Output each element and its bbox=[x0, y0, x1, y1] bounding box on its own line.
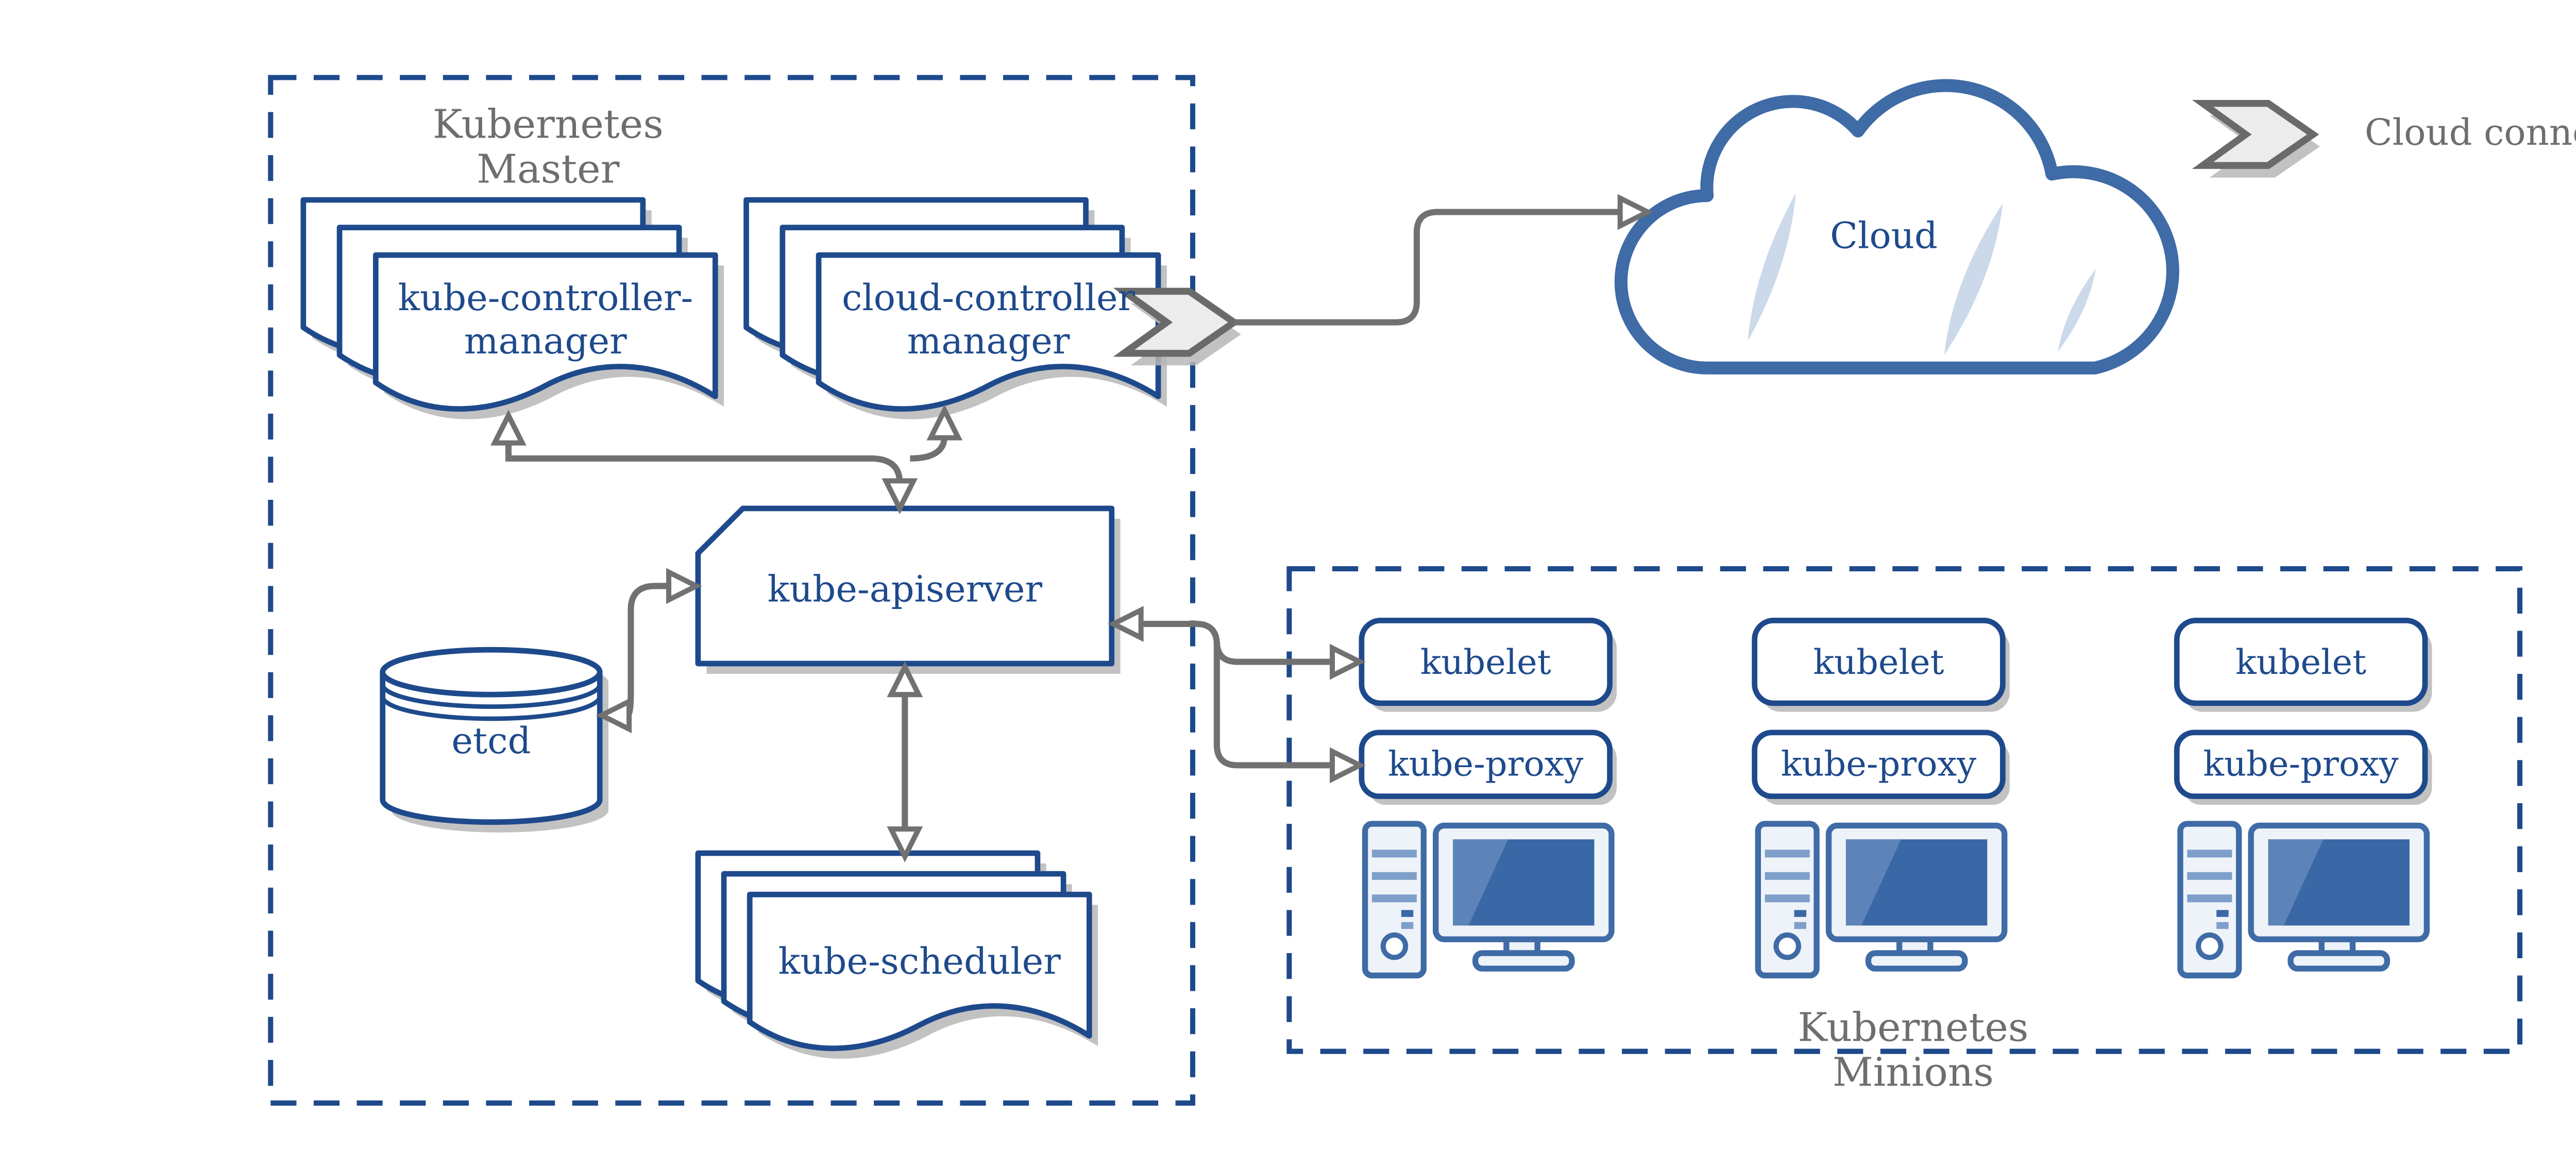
cloud-controller-manager-label: cloud-controller manager bbox=[841, 277, 1136, 362]
controllers-apiserver-line bbox=[505, 441, 903, 483]
arrowhead-into-kube-scheduler bbox=[887, 826, 923, 862]
connector-to-cloud-line bbox=[1234, 209, 1622, 326]
apiserver-kubeproxy-line bbox=[1139, 621, 1334, 769]
cloud-connector-legend-label: Cloud connector bbox=[2364, 112, 2576, 154]
kubelet-box-3 bbox=[2174, 617, 2428, 706]
arrowheads bbox=[490, 194, 1654, 862]
kube-proxy-box-3 bbox=[2174, 730, 2428, 799]
etcd-label: etcd bbox=[451, 720, 531, 762]
arrowhead-into-etcd bbox=[596, 697, 632, 734]
kube-proxy-box-2 bbox=[1752, 730, 2006, 799]
kube-proxy-label-2: kube-proxy bbox=[1781, 742, 1977, 785]
arrowhead-into-apiserver-right bbox=[1107, 606, 1144, 642]
arrowhead-into-apiserver-top bbox=[882, 478, 918, 515]
kubelet-box-2 bbox=[1752, 617, 2006, 706]
kubernetes-minions-boundary bbox=[1286, 566, 2522, 1054]
apiserver-kubelet-line bbox=[1213, 641, 1334, 665]
kubelet-label-3: kubelet bbox=[2235, 641, 2367, 683]
kube-apiserver-label: kube-apiserver bbox=[767, 568, 1043, 611]
cloud-shape bbox=[1614, 79, 2179, 375]
kube-apiserver-shape bbox=[695, 505, 1121, 674]
kube-proxy-label-3: kube-proxy bbox=[2203, 742, 2399, 785]
arrowhead-into-cloud-controller-manager bbox=[926, 404, 963, 440]
kube-controller-manager-shape bbox=[300, 197, 724, 419]
cloud-connector-chevron bbox=[1113, 287, 1241, 366]
kubernetes-minions-label: Kubernetes Minions bbox=[1798, 1006, 2029, 1096]
cloud-highlight bbox=[1748, 193, 1796, 342]
cloud-controller-branch-line bbox=[910, 436, 948, 462]
cloud-connector-legend-icon bbox=[2192, 100, 2320, 178]
node-boxes bbox=[1359, 617, 2432, 805]
cloud-label: Cloud bbox=[1830, 215, 1938, 257]
node-computer-icon-3 bbox=[2180, 824, 2427, 975]
node-computer-icon-1 bbox=[1365, 824, 1612, 975]
connector-lines bbox=[505, 209, 1622, 831]
arrowhead-into-cloud bbox=[1617, 194, 1654, 230]
kube-scheduler-shape bbox=[695, 850, 1098, 1059]
kube-controller-manager-label: kube-controller- manager bbox=[398, 277, 693, 362]
kubelet-label-2: kubelet bbox=[1813, 641, 1944, 683]
arrowhead-into-kubelet bbox=[1329, 643, 1366, 680]
kube-scheduler-label: kube-scheduler bbox=[778, 941, 1061, 982]
kubernetes-master-label: Kubernetes Master bbox=[432, 103, 664, 193]
etcd-shape bbox=[380, 647, 608, 833]
arrowhead-into-apiserver-bottom bbox=[887, 661, 923, 698]
arrowhead-into-apiserver-left bbox=[666, 568, 702, 604]
apiserver-etcd-line bbox=[625, 583, 669, 719]
cloud-controller-manager-shape bbox=[743, 197, 1167, 419]
cloud-highlight bbox=[2058, 268, 2096, 352]
kubernetes-master-boundary bbox=[268, 75, 1196, 1106]
cloud-highlight bbox=[1944, 203, 2003, 355]
arrowhead-into-kube-controller-manager bbox=[490, 410, 527, 446]
kubelet-label-1: kubelet bbox=[1420, 641, 1551, 683]
node-computer-icon-2 bbox=[1758, 824, 2004, 975]
kube-proxy-label-1: kube-proxy bbox=[1388, 742, 1584, 785]
arrowhead-into-kube-proxy bbox=[1329, 747, 1366, 784]
